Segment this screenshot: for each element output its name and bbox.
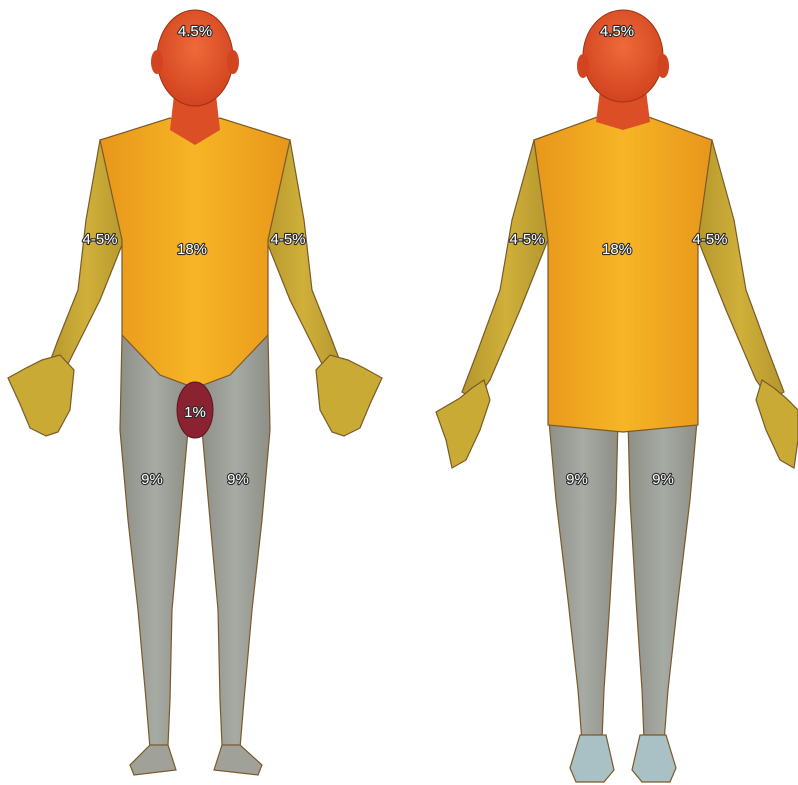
anterior-left-leg-label: 9% — [227, 471, 249, 488]
posterior-left-arm-label: 4-5% — [509, 231, 544, 248]
posterior-left-ear — [577, 54, 589, 78]
posterior-left-leg — [548, 410, 618, 782]
anterior-genitalia-label: 1% — [184, 404, 206, 421]
posterior-left-arm — [436, 140, 550, 468]
anterior-head-label: 4.5% — [178, 23, 212, 40]
posterior-right-leg — [628, 410, 698, 782]
posterior-figure: 4.5% 18% 4-5% 4-5% 9% 9% — [436, 10, 798, 782]
posterior-right-leg-label: 9% — [652, 471, 674, 488]
posterior-right-ear — [657, 54, 669, 78]
anterior-right-leg-label: 9% — [141, 471, 163, 488]
posterior-right-arm — [696, 140, 798, 468]
anterior-left-ear — [227, 50, 239, 74]
posterior-left-leg-label: 9% — [566, 471, 588, 488]
anterior-right-ear — [151, 50, 163, 74]
posterior-trunk — [534, 116, 712, 432]
anterior-figure: 4.5% 18% 4-5% 4-5% 1% 9% 9% — [8, 10, 382, 775]
posterior-head-label: 4.5% — [600, 23, 634, 40]
anterior-trunk-label: 18% — [177, 241, 207, 258]
posterior-trunk-label: 18% — [602, 241, 632, 258]
anterior-left-arm-label: 4-5% — [270, 231, 305, 248]
anterior-right-arm-label: 4-5% — [82, 231, 117, 248]
posterior-right-arm-label: 4-5% — [692, 231, 727, 248]
